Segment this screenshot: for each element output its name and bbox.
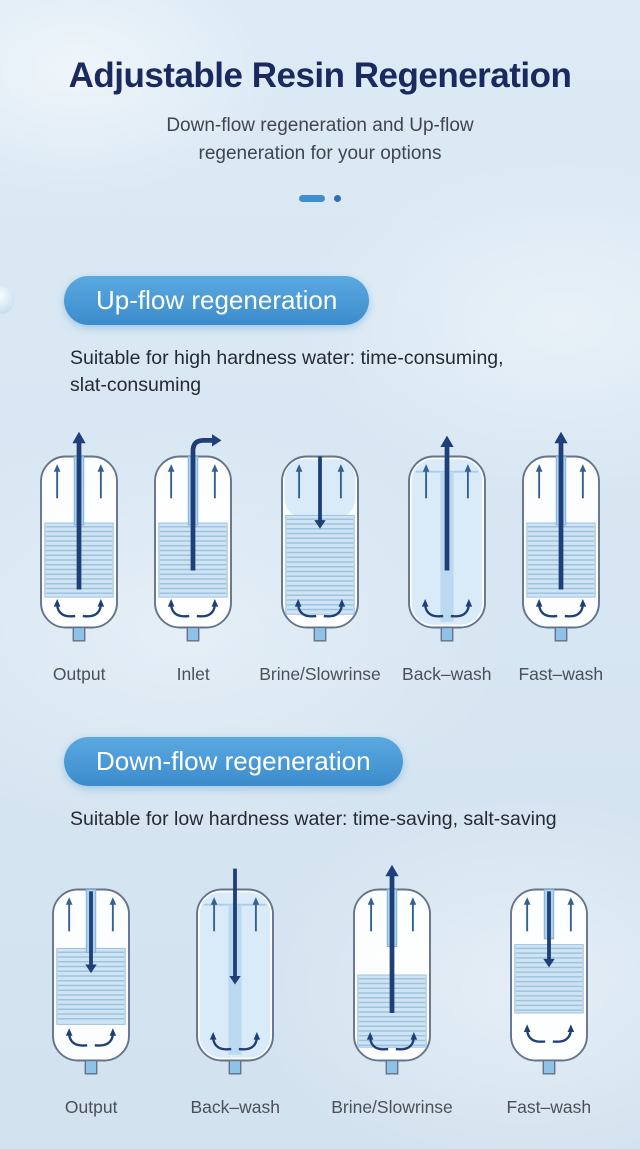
page-title: Adjustable Resin Regeneration — [68, 56, 572, 95]
tank-diagram — [31, 428, 127, 656]
tank-label: Brine/Slowrinse — [259, 663, 381, 684]
tank-upflow-inlet: Inlet — [145, 428, 241, 685]
tank-label: Back–wash — [190, 1096, 280, 1117]
tank-diagram — [344, 861, 440, 1089]
upflow-badge: Up-flow regeneration — [64, 276, 370, 326]
section-downflow: Down-flow regeneration Suitable for low … — [0, 736, 640, 1118]
tank-diagram — [501, 861, 597, 1089]
downflow-badge: Down-flow regeneration — [64, 736, 403, 786]
downflow-badge-wrap: Down-flow regeneration — [64, 736, 640, 786]
page-subtitle: Down-flow regeneration and Up-flow regen… — [166, 115, 474, 164]
tank-upflow-brine: Brine/Slowrinse — [259, 428, 381, 685]
tank-label: Brine/Slowrinse — [331, 1096, 453, 1117]
pagination-dot-icon[interactable] — [334, 195, 341, 203]
tank-diagram — [272, 428, 368, 656]
tank-downflow-output: Output — [43, 861, 139, 1118]
tank-label: Output — [52, 663, 106, 684]
tank-diagram — [513, 428, 609, 656]
downflow-description: Suitable for low hardness water: time-sa… — [70, 807, 557, 830]
tank-label: Fast–wash — [506, 1096, 592, 1117]
tank-label: Inlet — [176, 663, 210, 684]
downflow-tank-row: Output Back–wash Brine/Slowrinse Fast–wa… — [0, 861, 640, 1118]
tank-label: Fast–wash — [518, 663, 604, 684]
tank-upflow-backwash: Back–wash — [399, 428, 495, 685]
tank-upflow-output: Output — [31, 428, 127, 685]
upflow-description: Suitable for high hardness water: time-c… — [70, 347, 504, 397]
tank-label: Output — [64, 1096, 118, 1117]
tank-downflow-backwash: Back–wash — [187, 861, 283, 1118]
tank-diagram — [43, 861, 139, 1089]
tank-upflow-fastwash: Fast–wash — [513, 428, 609, 685]
section-upflow: Up-flow regeneration Suitable for high h… — [0, 276, 640, 685]
tank-diagram — [399, 428, 495, 656]
tank-diagram — [145, 428, 241, 656]
tank-label: Back–wash — [402, 663, 492, 684]
tank-diagram — [187, 861, 283, 1089]
upflow-tank-row: Output Inlet Brine/Slowrinse Back–wash F… — [0, 428, 640, 685]
tank-downflow-brine: Brine/Slowrinse — [331, 861, 453, 1118]
upflow-badge-wrap: Up-flow regeneration — [64, 276, 640, 326]
pagination — [0, 195, 640, 203]
water-droplet-decoration — [0, 286, 14, 314]
tank-downflow-fastwash: Fast–wash — [501, 861, 597, 1118]
pagination-dash-icon[interactable] — [299, 195, 325, 203]
